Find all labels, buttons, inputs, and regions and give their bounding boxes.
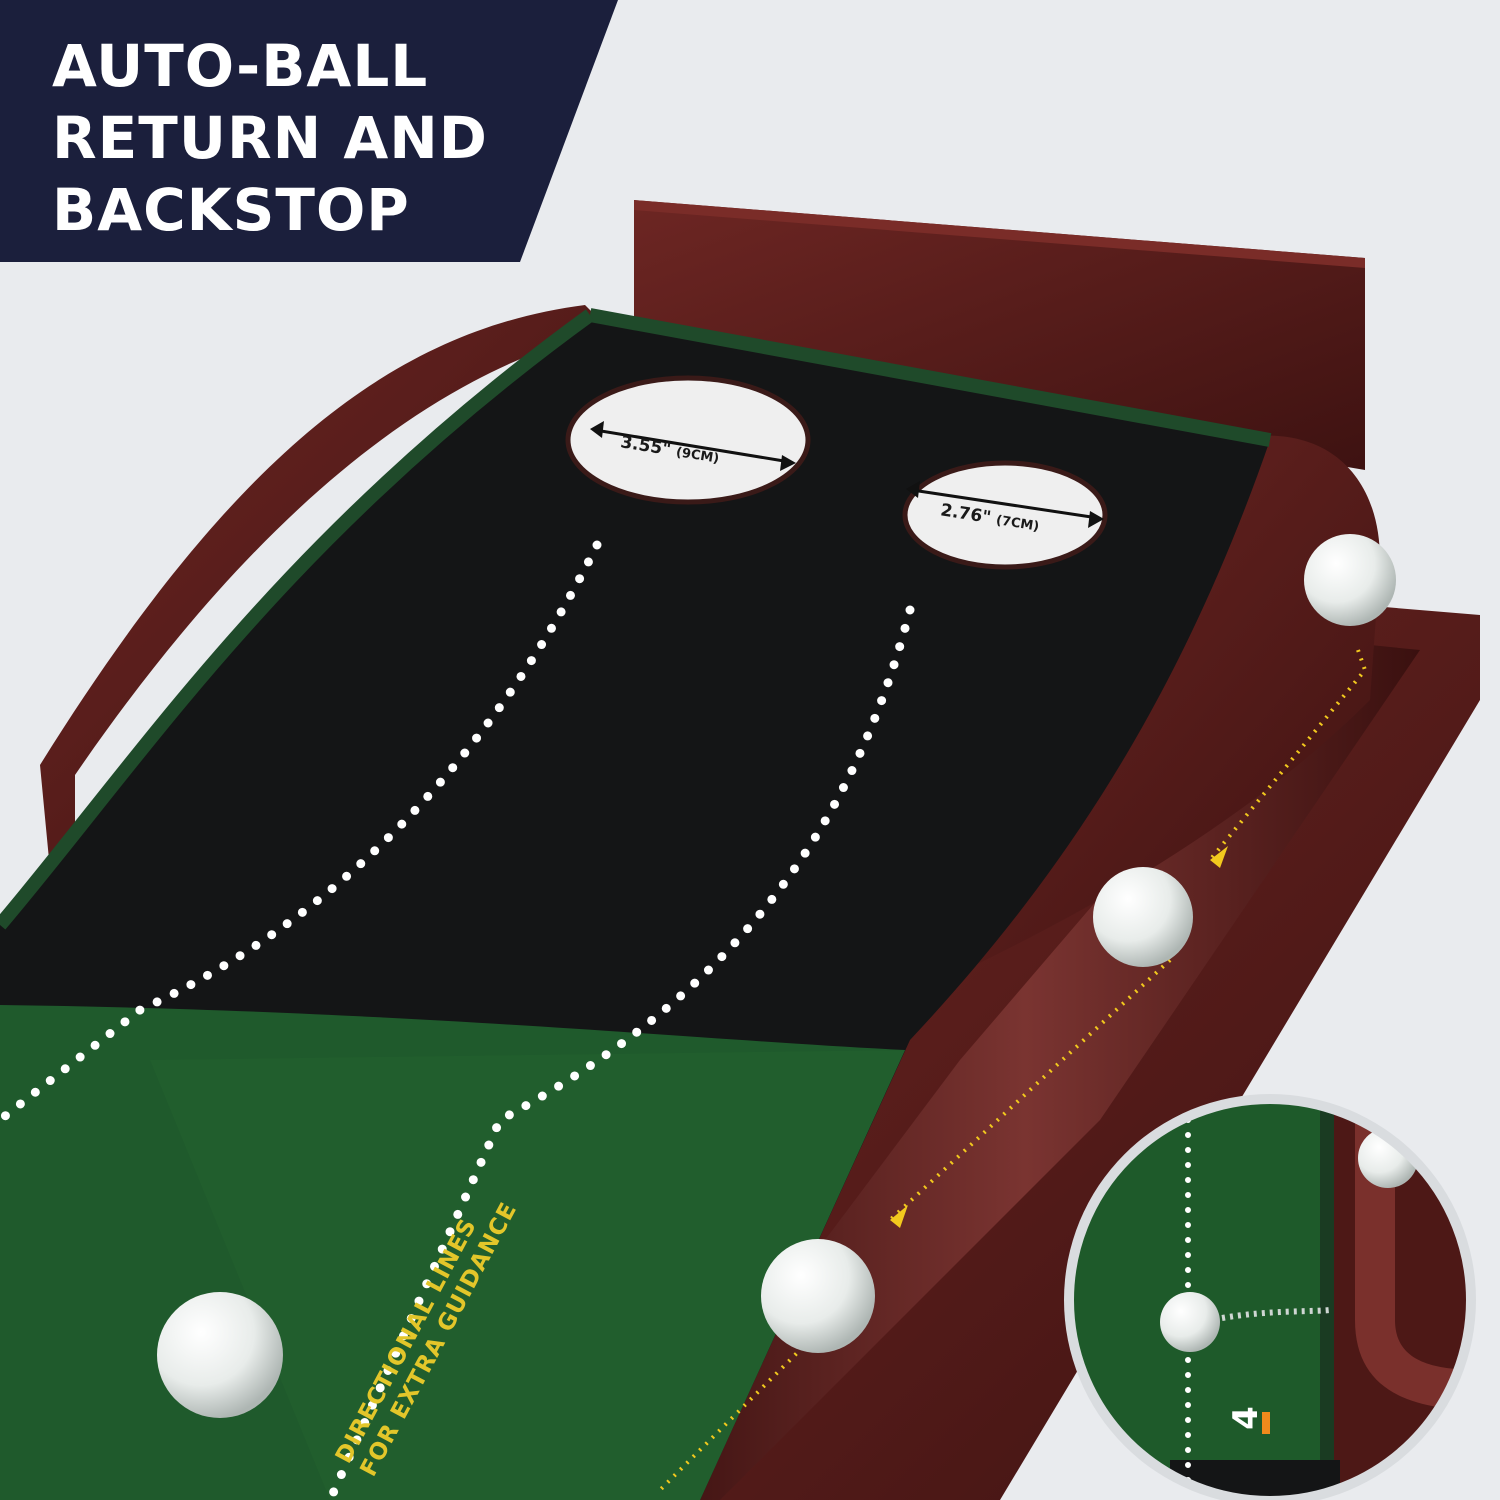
golf-ball-icon [157,1292,283,1418]
golf-ball-icon [1304,534,1396,626]
distance-marker-tick [1262,1412,1270,1434]
golf-ball-icon [1093,867,1193,967]
arrow-path-icon [658,649,1368,1492]
backstop-wall-top [634,200,1365,268]
arrow-head-lower [890,1205,908,1228]
backstop-wall [634,200,1365,470]
ramp-green-border [588,308,1272,447]
hole-small-measure-arrow [911,488,1099,520]
hole-large-measure-arrow [594,428,791,464]
arrow-head-upper [1210,846,1228,868]
headline-banner [0,0,618,262]
distance-marker: 4 [1225,1406,1266,1430]
hole-small [902,460,1108,570]
green-mat-lower [150,1050,905,1500]
golf-ball-icon [761,1239,875,1353]
hole-large [565,375,811,505]
